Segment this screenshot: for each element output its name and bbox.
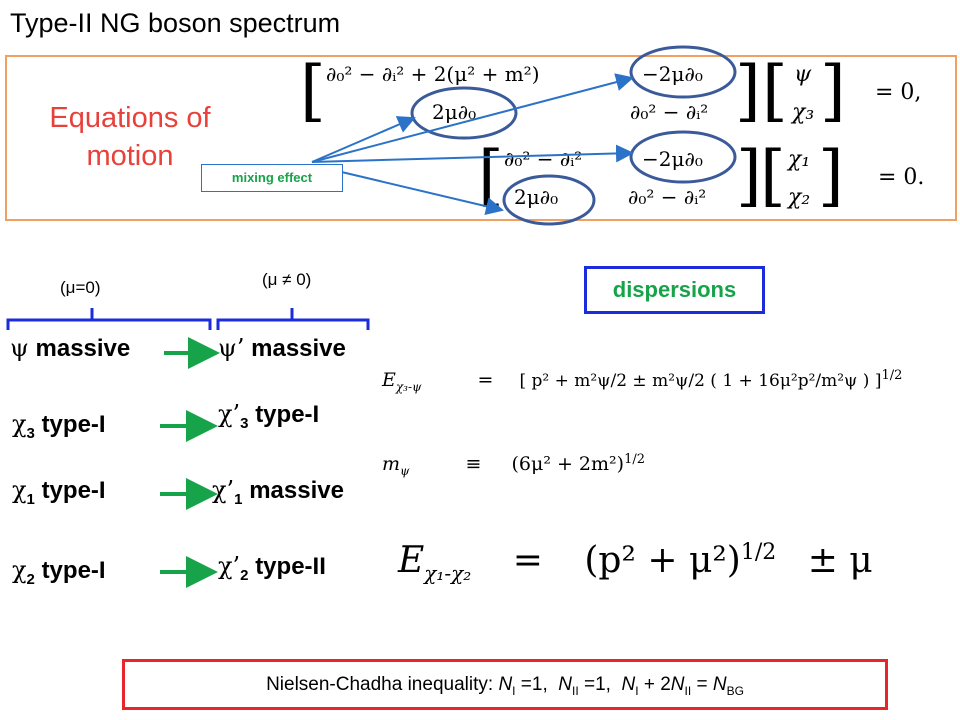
- formula-lhs: mψ: [382, 453, 410, 479]
- equations-of-motion-label: Equations of motion: [20, 100, 240, 175]
- matrix1-m11: ∂₀² − ∂ᵢ² + 2(μ² + m²): [326, 62, 540, 86]
- equations-of-motion-box: [5, 55, 957, 221]
- group-bracket-left: [6, 308, 212, 330]
- left-sub: 3: [26, 424, 35, 442]
- matrix1-m12: −2μ∂₀: [642, 62, 703, 86]
- matrix2-m21: 2μ∂₀: [514, 185, 559, 209]
- vector2-v2: χ₂: [788, 185, 811, 210]
- mode-row-chi1-prime: χ’1 massive: [212, 476, 344, 508]
- right-symbol: χ’: [212, 476, 235, 504]
- formula-lhs: Eχ₃-ψ: [382, 369, 422, 395]
- matrix2-m11: ∂₀² − ∂ᵢ²: [504, 147, 583, 171]
- formula-lhs: Eχ₁-χ₂: [398, 540, 472, 586]
- bracket-right: ]: [735, 52, 761, 129]
- formula-e-chi1-chi2: Eχ₁-χ₂ = (p² + μ²)1/2 ± μ: [398, 540, 873, 585]
- vector1-v2: χ₃: [792, 100, 815, 125]
- right-text: type-I: [255, 401, 320, 428]
- formula-m-psi: mψ ≡ (6μ² + 2m²)1/2: [382, 452, 645, 478]
- eom-label-line1: Equations of: [49, 102, 211, 134]
- left-sub: 2: [26, 570, 35, 588]
- mixing-arrow: [311, 144, 634, 163]
- mixing-ellipse: [410, 86, 518, 140]
- left-text: type-I: [41, 557, 106, 584]
- mode-row-chi3-prime: χ’3 type-I: [218, 400, 319, 432]
- formula-exp: 1/2: [624, 452, 645, 467]
- bracket-right: ]: [818, 137, 844, 214]
- page-title: Type-II NG boson spectrum: [10, 8, 341, 38]
- formula-exp: 1/2: [740, 540, 777, 565]
- mixing-effect-label: mixing effect: [201, 164, 343, 192]
- left-text: massive: [35, 335, 131, 362]
- group-bracket-right: [216, 308, 370, 330]
- formula-tail: ± μ: [807, 540, 873, 581]
- right-text: massive: [251, 335, 346, 362]
- right-text: massive: [249, 477, 344, 504]
- left-sub: 1: [26, 490, 35, 508]
- nielsen-chadha-inequality: Nielsen-Chadha inequality: NI =1, NII =1…: [122, 659, 888, 710]
- header-mu-nonzero: (μ ≠ 0): [262, 270, 312, 289]
- right-sub: 1: [234, 490, 243, 508]
- mixing-arrow: [311, 164, 504, 216]
- formula-eq: ≡: [465, 453, 482, 476]
- left-symbol: χ: [12, 556, 27, 584]
- row2-rhs: = 0.: [878, 165, 925, 190]
- mode-row-psi: ψ massive: [10, 334, 130, 363]
- mode-row-chi2-prime: χ’2 type-II: [218, 552, 326, 584]
- formula-eq: =: [512, 540, 543, 581]
- formula-rhs: (p² + μ²): [584, 540, 741, 581]
- bracket-left: [: [762, 52, 788, 129]
- left-text: type-I: [41, 477, 106, 504]
- matrix1-m22: ∂₀² − ∂ᵢ²: [630, 100, 709, 124]
- mixing-ellipse: [502, 174, 596, 226]
- dispersions-label: dispersions: [584, 266, 765, 314]
- mixing-arrow: [311, 73, 634, 163]
- mode-row-chi3: χ3 type-I: [12, 410, 106, 442]
- left-symbol: χ: [12, 476, 27, 504]
- formula-exp: 1/2: [881, 368, 903, 383]
- bracket-right: ]: [736, 137, 762, 214]
- formula-e-chi3-psi: Eχ₃-ψ = [ p² + m²ψ/2 ± m²ψ/2 ( 1 + 16μ²p…: [382, 368, 902, 438]
- left-symbol: χ: [12, 410, 27, 438]
- left-text: type-I: [41, 411, 106, 438]
- mode-row-chi2: χ2 type-I: [12, 556, 106, 588]
- formula-eq: =: [477, 369, 494, 392]
- header-mu-zero: (μ=0): [60, 278, 101, 297]
- mixing-arrow: [311, 116, 416, 163]
- mixing-ellipse: [629, 130, 737, 184]
- right-symbol: χ’: [218, 552, 241, 580]
- vector2-v1: χ₁: [788, 147, 811, 172]
- mode-row-chi1: χ1 type-I: [12, 476, 106, 508]
- bracket-left: [: [760, 137, 786, 214]
- right-symbol: ψ’: [218, 334, 245, 362]
- mode-row-psi-prime: ψ’ massive: [218, 334, 346, 363]
- matrix2-m22: ∂₀² − ∂ᵢ²: [628, 185, 707, 209]
- left-symbol: ψ: [10, 334, 29, 362]
- right-text: type-II: [255, 553, 326, 580]
- right-sub: 2: [240, 566, 249, 584]
- formula-rhs: [ p² + m²ψ/2 ± m²ψ/2 ( 1 + 16μ²p²/m²ψ ) …: [519, 371, 882, 392]
- vector1-v1: ψ: [794, 62, 812, 87]
- matrix2-m12: −2μ∂₀: [642, 147, 703, 171]
- formula-rhs: (6μ² + 2m²): [511, 453, 625, 476]
- mixing-ellipse: [629, 45, 737, 99]
- eom-label-line2: motion: [86, 139, 174, 172]
- right-symbol: χ’: [218, 400, 241, 428]
- eom-row1: [ ∂₀² − ∂ᵢ² + 2(μ² + m²) −2μ∂₀ 2μ∂₀ ∂₀² …: [300, 52, 950, 138]
- right-sub: 3: [240, 414, 249, 432]
- bracket-right: ]: [820, 52, 846, 129]
- eom-row2: [ ∂₀² − ∂ᵢ² −2μ∂₀ 2μ∂₀ ∂₀² − ∂ᵢ² ] [ χ₁ …: [478, 137, 958, 223]
- row1-rhs: = 0,: [875, 80, 922, 105]
- bracket-left: [: [300, 52, 326, 129]
